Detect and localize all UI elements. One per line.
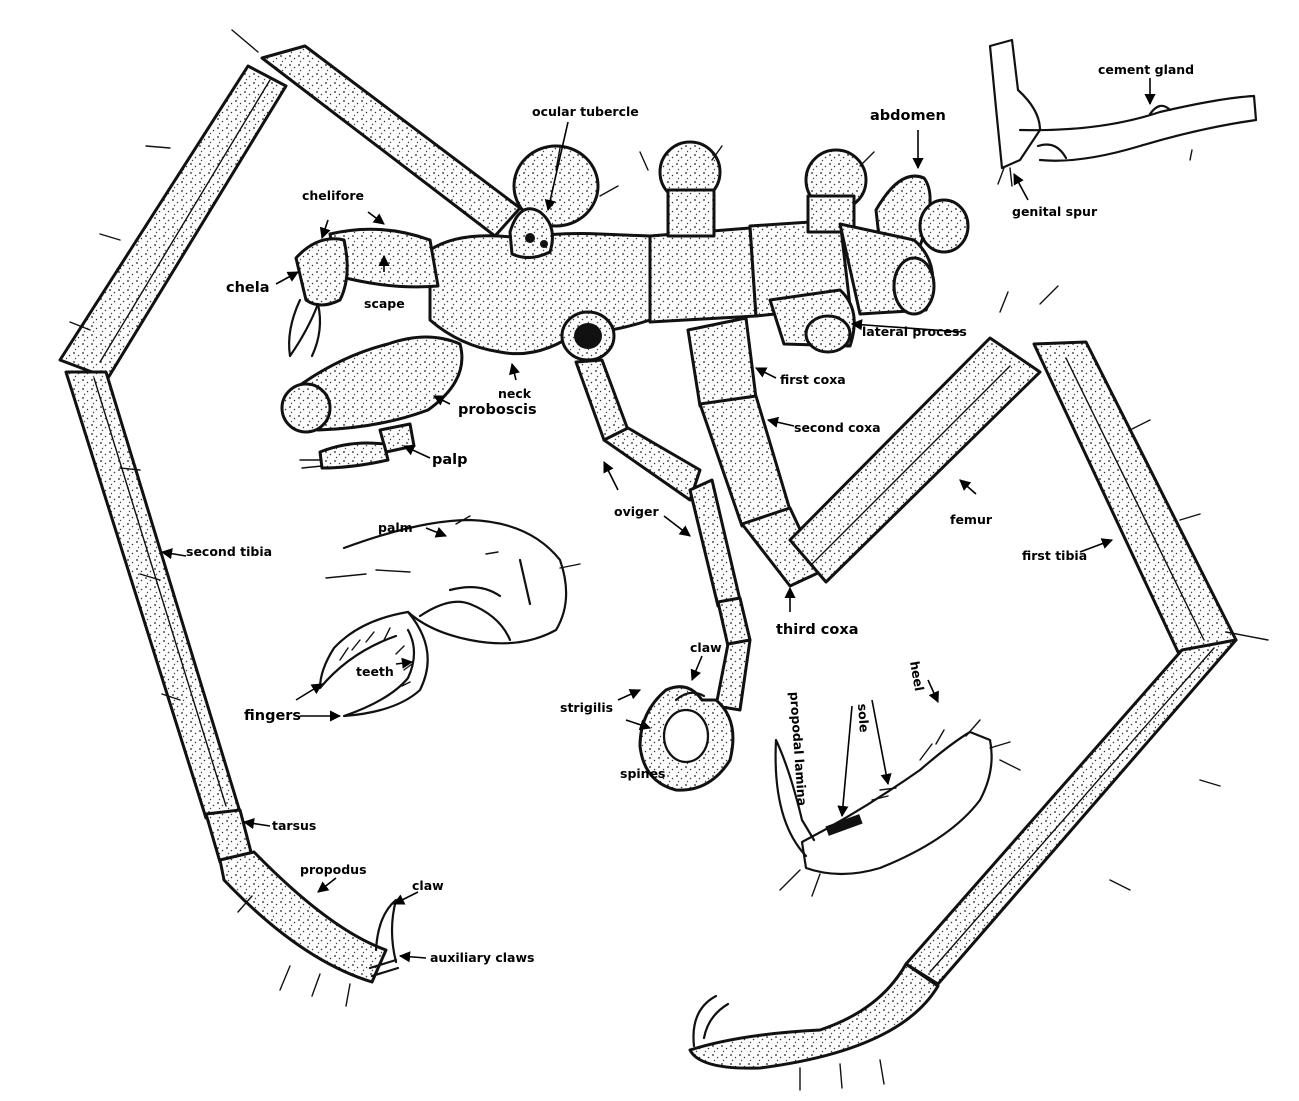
label-sole: sole xyxy=(855,703,872,733)
label-claw-oviger: claw xyxy=(690,640,722,655)
label-genital-spur: genital spur xyxy=(1012,204,1098,219)
label-cement-gland: cement gland xyxy=(1098,62,1194,77)
lateral-process-2-base xyxy=(668,190,714,236)
label-strigilis: strigilis xyxy=(560,700,613,715)
label-abdomen: abdomen xyxy=(870,108,946,124)
posterior-process xyxy=(920,200,968,252)
proboscis-tip xyxy=(282,384,330,432)
chela-fingers xyxy=(289,300,320,356)
label-neck: neck xyxy=(498,386,532,401)
label-oviger: oviger xyxy=(614,504,659,519)
inset-coxa xyxy=(990,40,1040,168)
inset-propodus-body xyxy=(802,732,992,874)
label-third-coxa: third coxa xyxy=(776,622,859,638)
label-chelifore: chelifore xyxy=(302,188,364,203)
inset-chela xyxy=(320,516,580,716)
label-proboscis: proboscis xyxy=(458,402,537,418)
label-second-coxa: second coxa xyxy=(794,420,881,435)
left-leg xyxy=(60,30,520,1006)
label-claw-leg: claw xyxy=(412,878,444,893)
label-palp: palp xyxy=(432,452,468,468)
inset-propodal-lamina xyxy=(825,814,862,836)
oviger-segment-4 xyxy=(718,598,750,646)
label-first-tibia: first tibia xyxy=(1022,548,1087,563)
label-fingers: fingers xyxy=(244,708,301,724)
right-leg xyxy=(688,286,1268,1090)
right-leg-first-tibia xyxy=(1034,342,1236,652)
trunk-segment-2 xyxy=(650,228,756,322)
inset-propodus xyxy=(776,720,1020,896)
left-leg-first-tibia xyxy=(60,66,286,378)
label-chela: chela xyxy=(226,280,270,296)
lateral-process-lower-end xyxy=(806,316,850,352)
right-leg-claw xyxy=(693,996,728,1046)
label-palm: palm xyxy=(378,520,413,535)
label-second-tibia: second tibia xyxy=(186,544,272,559)
right-leg-propodus xyxy=(690,964,938,1068)
label-propodal-lamina: propodal lamina xyxy=(787,691,810,806)
inset-femur xyxy=(1020,96,1256,161)
label-spines: spines xyxy=(620,766,666,781)
oviger-segment-1 xyxy=(576,360,628,440)
proboscis-group xyxy=(282,337,462,468)
label-auxiliary-claws: auxiliary claws xyxy=(430,950,534,965)
label-lateral-process: lateral process xyxy=(862,324,967,339)
label-scape: scape xyxy=(364,296,405,311)
inset-chela-palm xyxy=(344,520,566,643)
label-tarsus: tarsus xyxy=(272,818,316,833)
left-leg-femur xyxy=(262,46,520,236)
label-heel: heel xyxy=(907,660,927,692)
label-first-coxa: first coxa xyxy=(780,372,846,387)
label-propodus: propodus xyxy=(300,862,367,877)
palp-distal xyxy=(320,443,388,468)
label-femur: femur xyxy=(950,512,993,527)
right-leg-first-coxa xyxy=(688,318,756,406)
left-leg-second-tibia xyxy=(66,372,240,818)
label-ocular-tubercle: ocular tubercle xyxy=(532,104,639,119)
chela xyxy=(296,239,347,305)
ocular-tubercle xyxy=(510,209,552,258)
lateral-process-right-lower-end xyxy=(894,258,934,314)
label-teeth: teeth xyxy=(356,664,394,679)
